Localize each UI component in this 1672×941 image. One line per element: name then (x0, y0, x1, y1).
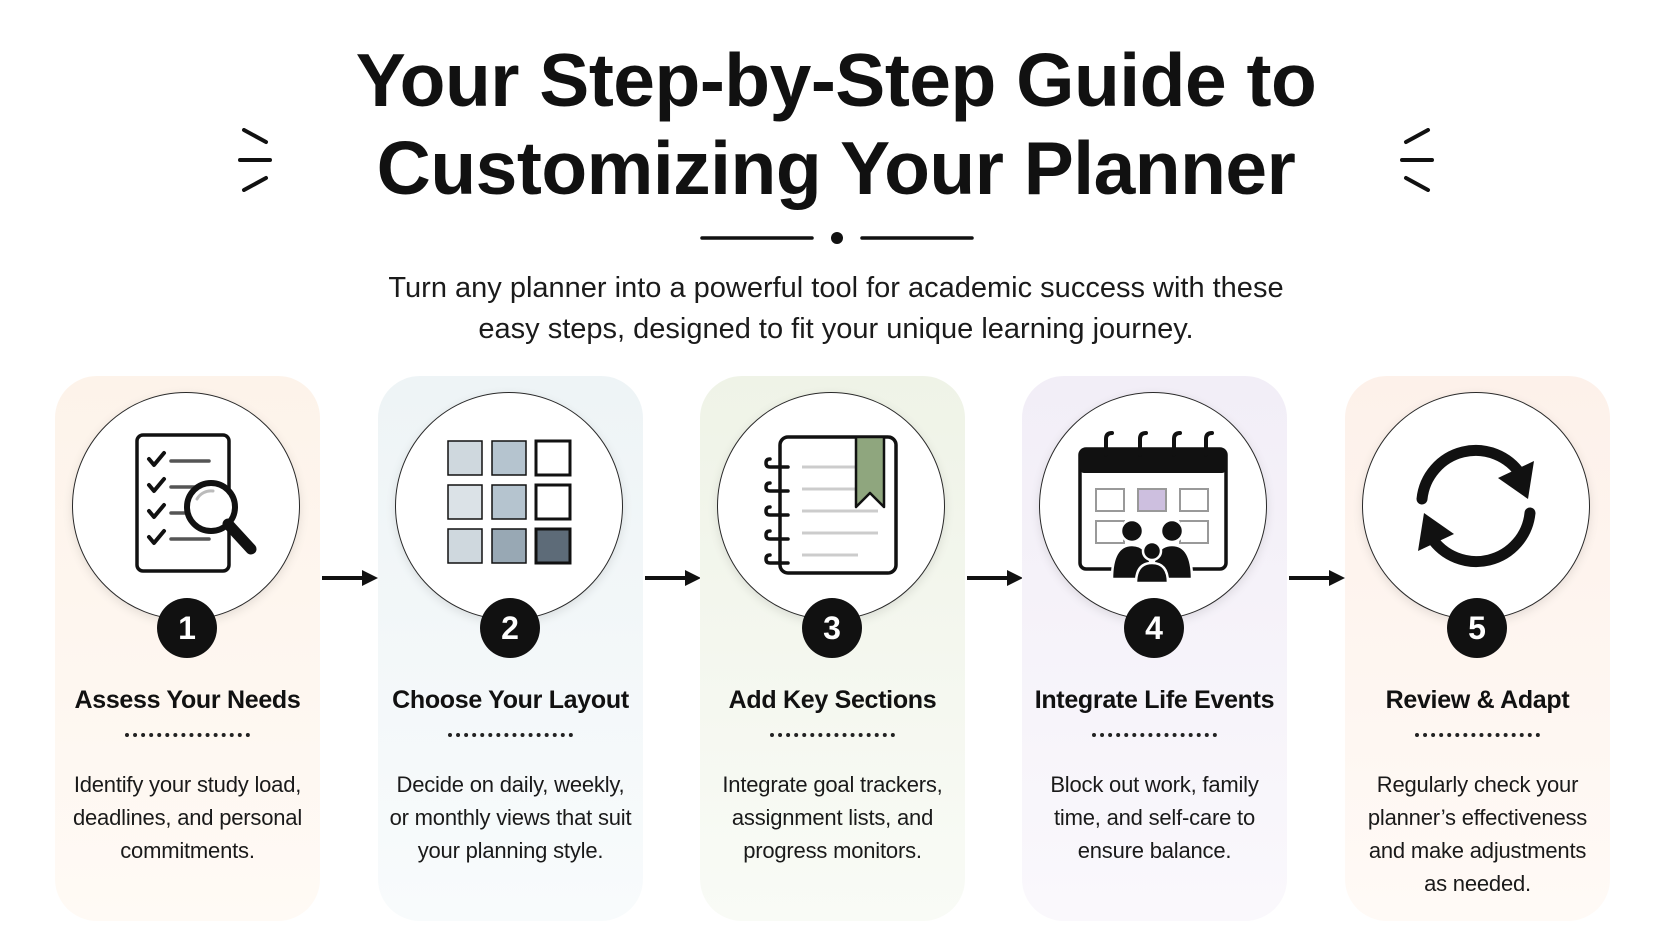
step-2-icon-circle (395, 392, 623, 620)
step-3-icon-circle (717, 392, 945, 620)
step-card-3: 3 Add Key Sections Integrate goal tracke… (700, 376, 965, 921)
step-5-description: Regularly check your planner’s effective… (1367, 772, 1588, 896)
step-3-description: Integrate goal trackers, assignment list… (722, 772, 943, 863)
notebook-bookmark-icon (764, 435, 898, 575)
subtitle-line-2: easy steps, designed to fit your unique … (478, 313, 1194, 345)
step-4-number: 4 (1124, 598, 1184, 658)
step-4-description: Block out work, family time, and self-ca… (1050, 772, 1259, 863)
step-3-title: Add Key Sections (728, 686, 937, 714)
step-3-number: 3 (802, 598, 862, 658)
step-4-icon-circle (1039, 392, 1267, 620)
step-4-title: Integrate Life Events (1034, 686, 1275, 714)
arrow-right-icon (322, 570, 378, 586)
step-1-title: Assess Your Needs (74, 686, 301, 714)
refresh-cycle-icon (1416, 444, 1536, 568)
arrow-right-icon (967, 570, 1023, 586)
step-2-number: 2 (480, 598, 540, 658)
arrow-right-icon (645, 570, 701, 586)
title-divider (700, 232, 974, 244)
step-2-description: Decide on daily, weekly, or monthly view… (389, 772, 632, 863)
step-1-dotted-divider (125, 733, 250, 737)
title-line-2: Customizing Your Planner (376, 126, 1296, 210)
step-card-2: 2 Choose Your Layout Decide on daily, we… (378, 376, 643, 921)
title-line-1: Your Step-by-Step Guide to (355, 38, 1317, 122)
step-card-1: 1 Assess Your Needs Identify your study … (55, 376, 320, 921)
page-title: Your Step-by-Step Guide to Customizing Y… (0, 36, 1672, 212)
sparkle-left-icon (238, 128, 272, 192)
step-5-title: Review & Adapt (1385, 686, 1570, 714)
step-5-number: 5 (1447, 598, 1507, 658)
sparkle-right-icon (1400, 128, 1434, 192)
step-1-icon-circle (72, 392, 300, 620)
calendar-family-icon (1078, 431, 1228, 585)
step-card-4: 4 Integrate Life Events Block out work, … (1022, 376, 1287, 921)
step-1-number: 1 (157, 598, 217, 658)
family-icon (1110, 518, 1194, 585)
step-card-5: 5 Review & Adapt Regularly check your pl… (1345, 376, 1610, 921)
step-3-dotted-divider (770, 733, 895, 737)
subtitle-line-1: Turn any planner into a powerful tool fo… (388, 272, 1284, 304)
arrow-right-icon (1289, 570, 1345, 586)
step-1-description: Identify your study load, deadlines, and… (72, 772, 303, 863)
step-2-title: Choose Your Layout (392, 686, 629, 714)
layout-grid-icon (447, 439, 572, 565)
step-4-dotted-divider (1092, 733, 1217, 737)
step-5-icon-circle (1362, 392, 1590, 620)
step-2-dotted-divider (448, 733, 573, 737)
page-subtitle: Turn any planner into a powerful tool fo… (0, 268, 1672, 350)
step-5-dotted-divider (1415, 733, 1540, 737)
checklist-magnifier-icon (135, 433, 257, 573)
